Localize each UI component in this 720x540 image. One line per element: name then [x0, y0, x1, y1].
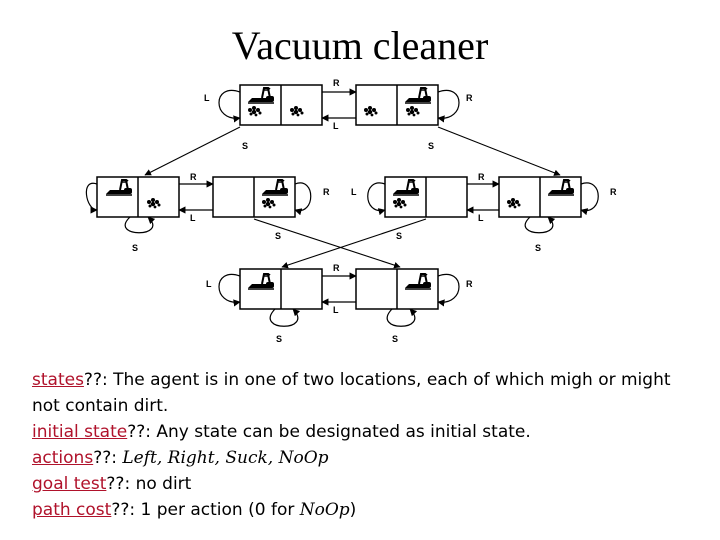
edge-label-right: R	[323, 187, 330, 197]
description-goal-test: goal test??: no dirt	[32, 474, 192, 494]
transitions-right-left	[178, 88, 500, 306]
transitions-suck	[144, 126, 561, 269]
self-loops	[85, 89, 599, 327]
edge-label-right: R	[478, 172, 485, 182]
description-actions: actions??: Left, Right, Suck, NoOp	[32, 448, 329, 468]
state-space-diagram: R L L R S S R L R L R L R S S S S R L L …	[85, 78, 617, 344]
term-link: path cost	[32, 500, 112, 520]
edge-label-right: R	[466, 279, 473, 289]
math-expression: NoOp	[299, 500, 350, 520]
edge-label-left: L	[204, 93, 210, 103]
edge-label-left: L	[333, 305, 339, 315]
term-link: actions	[32, 448, 94, 468]
state-3-vac-left-right-dirty	[96, 176, 180, 218]
term-link: states	[32, 370, 84, 390]
state-6-vac-right-left-dirty	[498, 176, 582, 218]
edge-label-left: L	[190, 213, 196, 223]
edge-label-left: L	[333, 121, 339, 131]
edge-label-left: L	[478, 213, 484, 223]
edge-label-right: R	[333, 78, 340, 88]
edge-label-suck: S	[275, 231, 281, 241]
edge-labels: R L L R S S R L R L R L R S S S S R L L …	[132, 78, 617, 344]
edge-label-suck: S	[428, 141, 434, 151]
state-1-vac-left-both-dirty	[239, 84, 323, 126]
state-2-vac-right-both-dirty	[355, 84, 439, 126]
math-expression: Left, Right, Suck, NoOp	[122, 448, 329, 468]
edge-label-right: R	[466, 93, 473, 103]
description-path-cost: path cost??: 1 per action (0 for NoOp)	[32, 500, 357, 520]
edge-label-right: R	[610, 187, 617, 197]
description-states: states??: The agent is in one of two loc…	[32, 370, 671, 416]
state-5-vac-left-left-dirty	[384, 176, 468, 218]
slide-title: Vacuum cleaner	[231, 23, 489, 68]
edge-label-right: R	[190, 172, 197, 182]
state-4-vac-right-right-dirty	[212, 176, 296, 218]
description-initial-state: initial state??: Any state can be design…	[32, 422, 531, 442]
edge-label-suck: S	[242, 141, 248, 151]
edge-label-suck: S	[276, 334, 282, 344]
edge-label-suck: S	[132, 243, 138, 253]
state-8-vac-right-clean	[355, 268, 439, 310]
edge-label-left: L	[351, 187, 357, 197]
edge-label-right: R	[333, 263, 340, 273]
edge-label-left: L	[206, 279, 212, 289]
edge-label-suck: S	[392, 334, 398, 344]
edge-label-suck: S	[535, 243, 541, 253]
term-link: goal test	[32, 474, 107, 494]
state-7-vac-left-clean	[239, 268, 323, 310]
term-link: initial state	[32, 422, 128, 442]
edge-label-suck: S	[396, 231, 402, 241]
